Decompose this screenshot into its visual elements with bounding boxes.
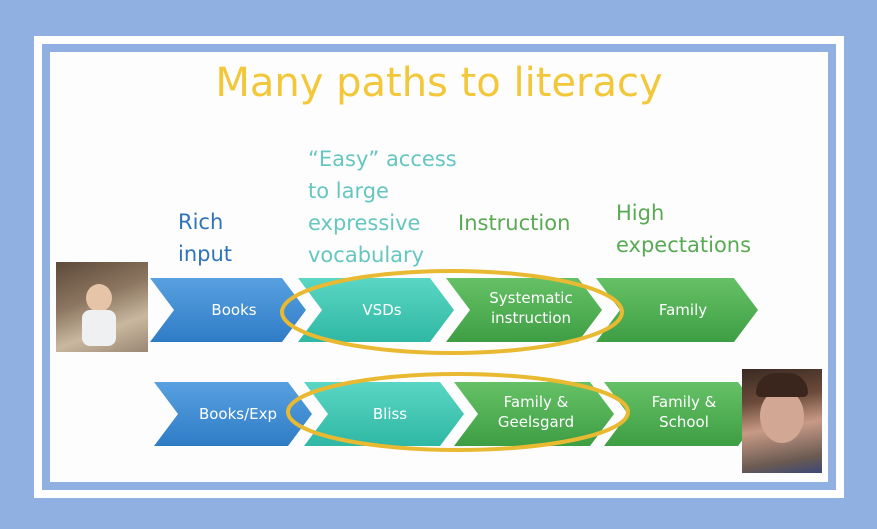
header-easy-line-3: expressive xyxy=(308,211,421,235)
chevron-family xyxy=(596,278,758,342)
slide-title: Many paths to literacy xyxy=(215,60,663,106)
chevron-family-school xyxy=(604,382,762,446)
man-photo xyxy=(742,369,822,473)
label-family-geelsgard: Family & Geelsgard xyxy=(497,393,575,431)
chevron-books-exp xyxy=(154,382,312,446)
label-family: Family xyxy=(658,301,708,319)
slide: Many paths to literacy Rich input “Easy”… xyxy=(50,52,828,482)
baby-head xyxy=(86,284,112,312)
highlight-ellipse-row1 xyxy=(280,269,624,355)
chevron-bliss xyxy=(304,382,464,446)
label-family-school: Family & School xyxy=(651,393,717,431)
label-books: Books xyxy=(211,301,257,319)
header-easy-line-4: vocabulary xyxy=(308,243,425,267)
chevron-family-geelsgard xyxy=(454,382,614,446)
man-face xyxy=(760,389,804,443)
header-rich-input: Rich input xyxy=(178,206,232,270)
baby-body xyxy=(82,310,116,346)
header-rich-line-1: Rich xyxy=(178,210,224,234)
chevron-systematic-instruction xyxy=(446,278,602,342)
header-easy-access: “Easy” access to large expressive vocabu… xyxy=(308,143,457,271)
label-systematic-instruction: Systematic instruction xyxy=(489,289,573,327)
header-rich-line-2: input xyxy=(178,242,233,266)
label-bliss: Bliss xyxy=(372,405,408,423)
header-high-line-2: expectations xyxy=(616,233,752,257)
man-hair xyxy=(756,373,808,397)
highlight-ellipse-row2 xyxy=(286,372,630,452)
baby-photo xyxy=(56,262,148,352)
header-instruction: Instruction xyxy=(458,211,571,235)
chevron-books xyxy=(150,278,306,342)
header-easy-line-1: “Easy” access xyxy=(308,147,457,171)
header-easy-line-2: to large xyxy=(308,179,389,203)
label-vsds: VSDs xyxy=(362,301,402,319)
header-high-line-1: High xyxy=(616,201,665,225)
chevron-vsds xyxy=(298,278,454,342)
header-high-expectations: High expectations xyxy=(616,197,751,261)
path-diagram xyxy=(150,269,762,452)
label-books-exp: Books/Exp xyxy=(198,405,278,423)
